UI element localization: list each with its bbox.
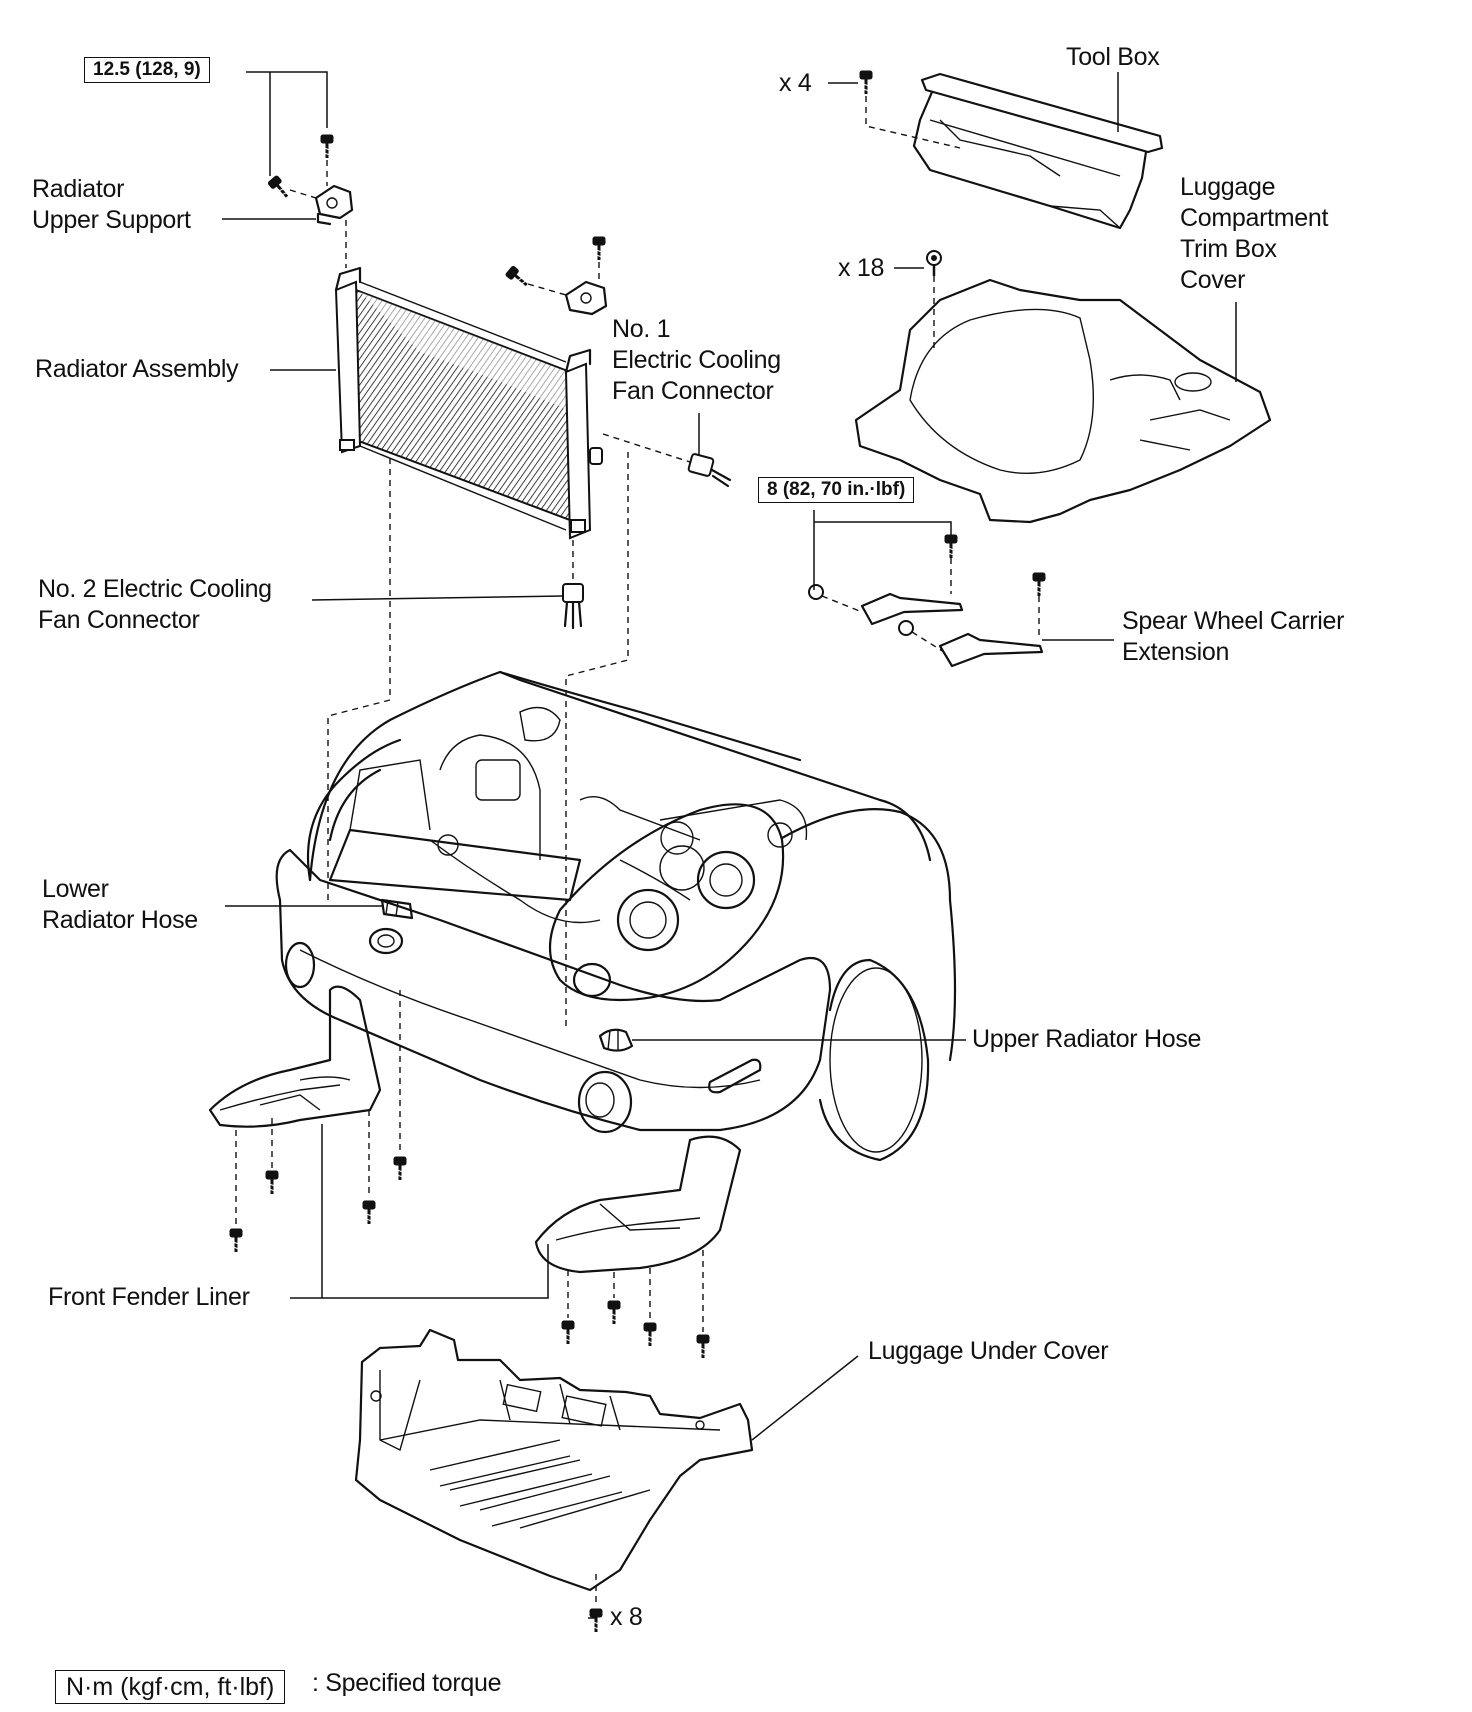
no2-fan-connector bbox=[562, 540, 584, 630]
label-radiator-upper-support: Radiator Upper Support bbox=[32, 175, 191, 234]
liner-bolt-icon bbox=[228, 1227, 244, 1254]
tool-box-bolt-icon bbox=[858, 69, 874, 96]
liner-bolt-icon bbox=[361, 1199, 377, 1226]
torque-spec-carrier-extension: 8 (82, 70 in.·lbf) bbox=[758, 477, 915, 503]
carrier-bolt-icon bbox=[943, 533, 959, 560]
torque-spec-radiator-support: 12.5 (128, 9) bbox=[84, 57, 210, 83]
liner-bolt-icon bbox=[392, 1155, 408, 1182]
label-luggage-under-cover: Luggage Under Cover bbox=[868, 1337, 1109, 1365]
no1-fan-connector bbox=[602, 413, 732, 488]
qty-under-cover-bolts: x 8 bbox=[610, 1603, 643, 1631]
front-fender-liner-left bbox=[208, 985, 408, 1254]
front-fender-liner-right bbox=[534, 1135, 742, 1360]
label-spare-wheel-carrier-extension: Spear Wheel Carrier Extension bbox=[1122, 607, 1345, 666]
liner-bolt-icon bbox=[642, 1321, 658, 1348]
label-no2-fan-connector: No. 2 Electric Cooling Fan Connector bbox=[38, 575, 272, 634]
support-bolt-top-icon bbox=[319, 133, 335, 160]
spare-wheel-carrier-extension bbox=[808, 533, 1047, 668]
liner-bolt-icon bbox=[695, 1333, 711, 1360]
label-no1-fan-connector: No. 1 Electric Cooling Fan Connector bbox=[612, 315, 781, 405]
leader-lines bbox=[222, 71, 1237, 1619]
label-front-fender-liner: Front Fender Liner bbox=[48, 1283, 250, 1311]
support-bolt-side-icon bbox=[503, 264, 533, 292]
liner-bolt-icon bbox=[560, 1319, 576, 1346]
trim-cover-clip-icon bbox=[925, 249, 943, 278]
label-luggage-trim-box-cover: Luggage Compartment Trim Box Cover bbox=[1180, 173, 1329, 294]
legend-description: : Specified torque bbox=[312, 1669, 502, 1697]
luggage-under-cover bbox=[354, 1328, 754, 1634]
radiator-upper-support-right bbox=[503, 235, 608, 316]
carrier-bolt-icon bbox=[1031, 571, 1047, 598]
liner-bolt-icon bbox=[606, 1299, 622, 1326]
label-radiator-assembly: Radiator Assembly bbox=[35, 355, 239, 383]
label-lower-radiator-hose: Lower Radiator Hose bbox=[42, 875, 198, 934]
luggage-trim-box-cover bbox=[854, 249, 1272, 524]
qty-trim-cover-clips: x 18 bbox=[838, 254, 885, 282]
legend-torque-unit-box: N·m (kgf·cm, ft·lbf) bbox=[55, 1670, 286, 1704]
tool-box bbox=[858, 69, 1164, 230]
label-upper-radiator-hose: Upper Radiator Hose bbox=[972, 1025, 1202, 1053]
liner-bolt-icon bbox=[264, 1169, 280, 1196]
radiator-upper-support-left bbox=[266, 133, 354, 226]
support-bolt-top-icon bbox=[591, 235, 607, 262]
support-bolt-side-icon bbox=[266, 173, 294, 203]
qty-tool-box-bolts: x 4 bbox=[779, 69, 812, 97]
vehicle-front-body bbox=[275, 670, 957, 1162]
under-cover-bolt-icon bbox=[588, 1607, 604, 1634]
radiator-assembly bbox=[334, 266, 603, 540]
label-tool-box: Tool Box bbox=[1066, 43, 1160, 71]
